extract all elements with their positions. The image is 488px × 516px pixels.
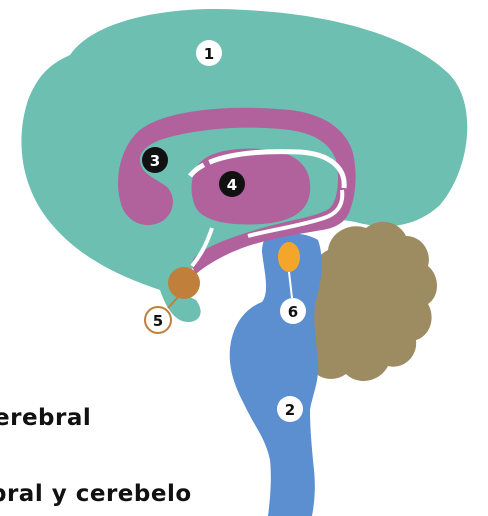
amygdala-marker	[168, 267, 200, 299]
label-2-badge: 2	[277, 396, 303, 422]
brainstem-region	[230, 233, 322, 516]
label-1-badge: 1	[196, 40, 222, 66]
label-1-text: 1	[204, 45, 214, 63]
label-6-badge: 6	[280, 298, 306, 324]
label-5-badge: 5	[145, 307, 171, 333]
label-4-badge: 4	[219, 171, 245, 197]
caption-line-2: bral y cerebelo	[0, 481, 192, 507]
caption-line-1: erebral	[0, 405, 91, 431]
label-4-text: 4	[227, 176, 237, 194]
label-3-text: 3	[150, 152, 160, 170]
label-5-text: 5	[153, 312, 163, 330]
nucleus-marker	[278, 242, 300, 272]
label-6-text: 6	[288, 303, 298, 321]
label-3-badge: 3	[142, 147, 168, 173]
label-2-text: 2	[285, 401, 295, 419]
